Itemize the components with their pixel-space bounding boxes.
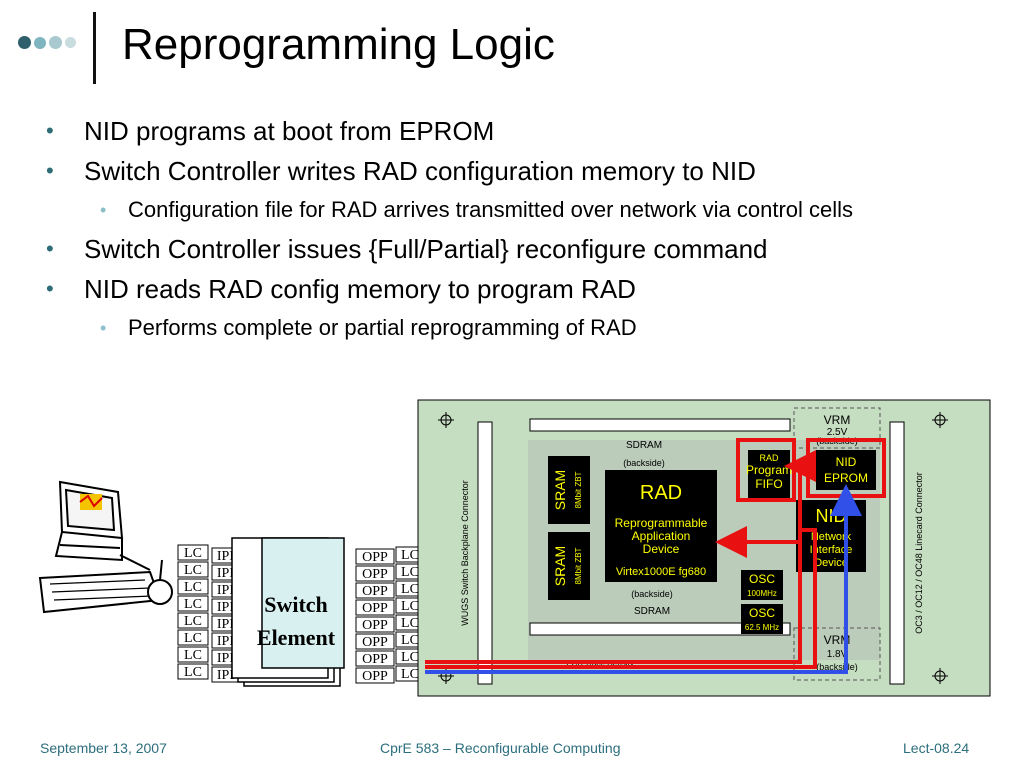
sub-bullet-item: Performs complete or partial reprogrammi… [40,314,948,342]
lc-label: LC [401,548,419,563]
rad-program-label: RAD [759,453,779,463]
osc-100-freq: 100MHz [747,589,777,598]
vrm-bottom-voltage: 1.8V [827,649,848,660]
bullet-list: NID programs at boot from EPROM Switch C… [40,116,1000,352]
lc-label: LC [401,667,419,682]
vrm-bottom-label: VRM [824,633,851,647]
lc-label: LC [184,597,202,612]
opp-label: OPP [362,567,388,582]
footer-course: CprE 583 – Reconfigurable Computing [380,740,621,756]
nid-chip-desc: Device [814,557,848,569]
bullet-item: Switch Controller writes RAD configurati… [40,156,1000,186]
lc-label: LC [184,546,202,561]
bullet-item: Switch Controller issues {Full/Partial} … [40,234,1000,264]
opp-label: OPP [362,652,388,667]
rad-chip-part: Virtex1000E fg680 [616,566,706,578]
sub-bullet-item: Configuration file for RAD arrives trans… [40,196,948,224]
osc-100-label: OSC [749,572,775,586]
nid-eprom-label: EPROM [824,471,868,485]
data-flow-arrows [425,450,862,674]
rad-program-label: Program [746,463,792,477]
lc-label: LC [184,665,202,680]
nid-chip-desc: Interface [810,544,853,556]
nid-chip-desc: Network [811,531,852,543]
nid-eprom-label: NID [836,455,857,469]
opp-label: OPP [362,618,388,633]
rad-chip-desc: Application [632,529,691,543]
lc-label: LC [401,633,419,648]
sram-bottom-type: 8Mbit ZBT [574,547,583,584]
lc-label: LC [401,616,419,631]
switch-element-label: Switch [264,592,328,617]
sdram-bottom-label: SDRAM [634,606,670,617]
rad-program-label: FIFO [755,477,782,491]
opp-label: OPP [362,669,388,684]
computer-icon [38,480,173,614]
opp-label: OPP [362,550,388,565]
lc-label: LC [401,599,419,614]
osc-62-label: OSC [749,606,775,620]
vrm-top-label: VRM [824,413,851,427]
opp-label: OPP [362,635,388,650]
lc-label: LC [184,631,202,646]
opp-label: OPP [362,601,388,616]
bullet-item: NID programs at boot from EPROM [40,116,1000,146]
rad-chip-desc: Device [643,542,680,556]
osc-62-freq: 62.5 MHz [745,623,779,632]
sdram-bottom-backside: (backside) [631,589,673,599]
nid-chip-title: NID [816,506,847,526]
vrm-bottom-backside: (backside) [816,662,858,672]
bullet-item: NID reads RAD config memory to program R… [40,274,1000,304]
sram-top-type: 8Mbit ZBT [574,471,583,508]
title-divider [93,12,96,84]
fpx-board: WUGS Switch Backplane Connector OC3 / OC… [417,399,991,697]
lc-label: LC [184,614,202,629]
switch-element: Switch Element [231,537,345,687]
opp-label: OPP [362,584,388,599]
lc-label: LC [184,580,202,595]
footer-lecture: Lect-08.24 [903,740,970,756]
lc-label: LC [184,648,202,663]
lc-label: LC [401,650,419,665]
backplane-connector-label: WUGS Switch Backplane Connector [460,480,470,626]
sram-bottom-label: SRAM [552,546,568,586]
lc-label: LC [401,565,419,580]
linecard-connector-label: OC3 / OC12 / OC48 Linecard Connector [914,472,924,634]
vrm-top-voltage: 2.5V [827,427,848,438]
switch-element-label: Element [257,625,336,650]
rad-chip-title: RAD [640,482,682,504]
slide-title: Reprogramming Logic [122,20,555,69]
title-decoration-dots [18,34,79,52]
rad-chip-desc: Reprogrammable [615,516,708,530]
lc-label: LC [401,582,419,597]
sdram-top-backside: (backside) [623,458,665,468]
sram-top-label: SRAM [552,470,568,510]
lc-label: LC [184,563,202,578]
footer-date: September 13, 2007 [40,740,167,756]
sdram-top-label: SDRAM [626,440,662,451]
